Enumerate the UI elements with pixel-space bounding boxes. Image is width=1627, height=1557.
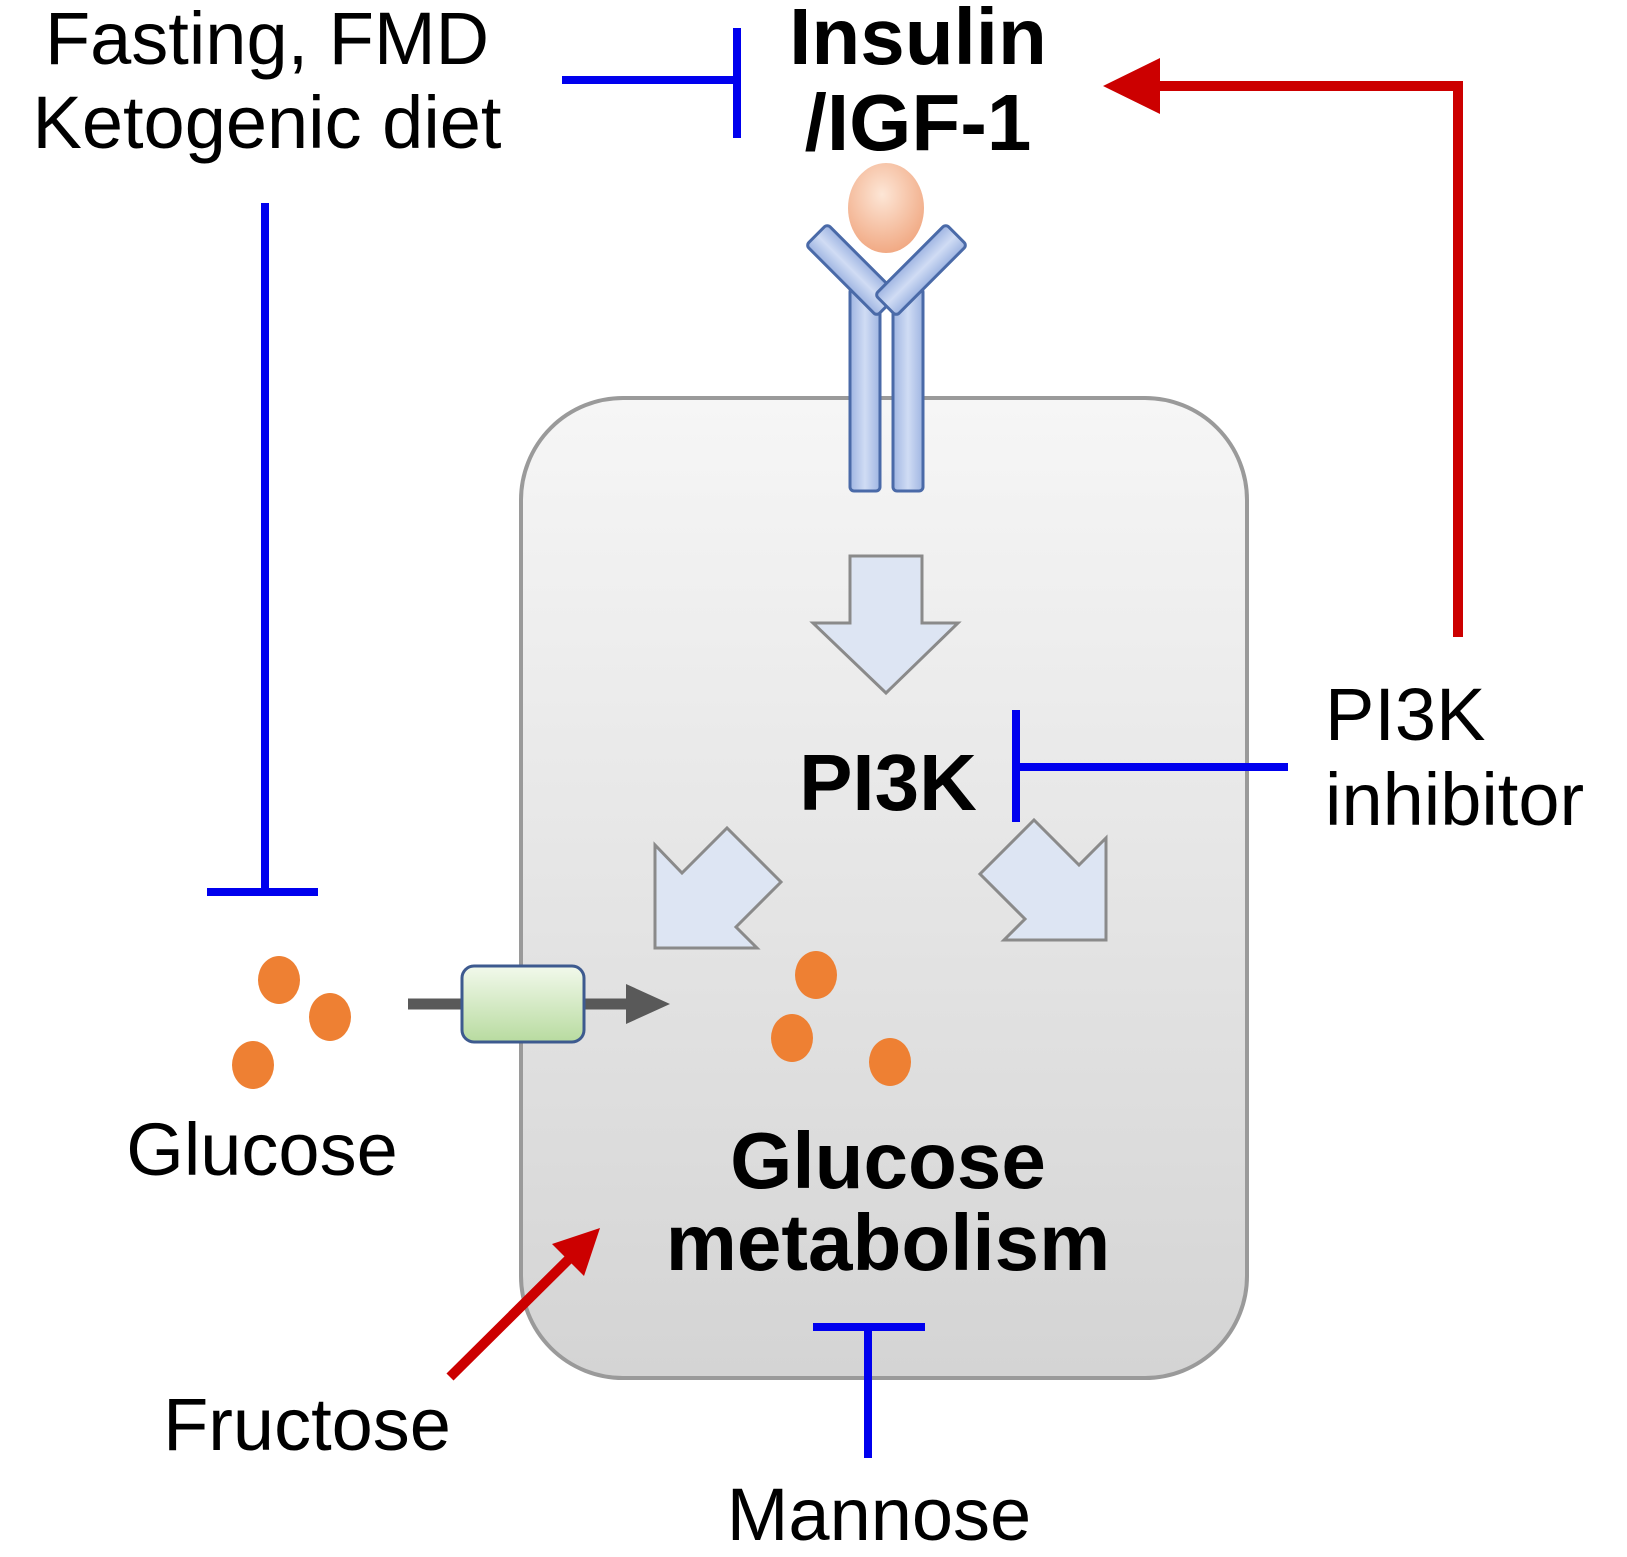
label-ligand-line2: /IGF-1: [805, 78, 1032, 167]
glucose-dots-inside: [771, 951, 911, 1086]
label-ligand-line1: Insulin: [789, 0, 1047, 81]
label-intervention-line1: Fasting, FMD: [45, 0, 489, 80]
label-fructose: Fructose: [163, 1383, 451, 1466]
label-intervention-line2: Ketogenic diet: [32, 81, 501, 164]
pathway-arrow-right: [977, 817, 1108, 942]
inhibit-diet-to-insulin: [562, 28, 741, 138]
ligand-ball: [848, 163, 924, 253]
inhibit-diet-to-glucose: [207, 203, 318, 896]
pathway-arrow-left: [653, 825, 784, 950]
pathway-arrow-down: [809, 554, 962, 696]
label-pi3k: PI3K: [799, 738, 977, 827]
label-mannose: Mannose: [727, 1473, 1031, 1556]
activate-fructose-to-metabolism: [446, 1228, 600, 1381]
insulin-receptor: [806, 224, 967, 493]
glucose-dots-outside: [232, 956, 351, 1089]
label-pi3k-inhibitor-line1: PI3K: [1325, 673, 1485, 756]
inhibit-mannose-to-metabolism: [813, 1323, 925, 1458]
inhibit-inhibitor-to-pi3k: [1012, 710, 1288, 822]
cell-body: [519, 396, 1249, 1380]
glucose-transporter: [460, 964, 586, 1044]
activate-inhibitor-to-insulin: [1103, 58, 1463, 637]
label-glucose-metabolism-line2: metabolism: [666, 1198, 1111, 1287]
label-pi3k-inhibitor-line2: inhibitor: [1325, 758, 1584, 841]
label-glucose: Glucose: [126, 1108, 397, 1191]
label-glucose-metabolism-line1: Glucose: [730, 1116, 1046, 1205]
